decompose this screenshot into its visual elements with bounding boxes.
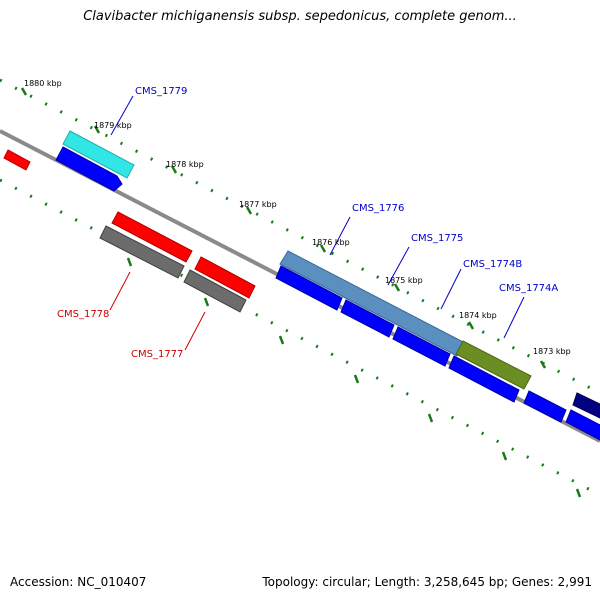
gene-label-cms-1778: CMS_1778 — [57, 309, 109, 320]
map-title: Clavibacter michiganensis subsp. sepedon… — [83, 9, 517, 24]
pseudo-gene-1777[interactable] — [183, 269, 247, 313]
gene-arrow[interactable] — [340, 299, 395, 338]
gene-arrow-cms-1778[interactable] — [111, 211, 193, 263]
gene-arrow-cms-1776[interactable] — [279, 250, 466, 357]
tick-label: 1879 kbp — [94, 121, 132, 130]
gene-arrow[interactable] — [55, 146, 123, 192]
pseudo-gene-1778[interactable] — [99, 225, 185, 279]
gene-label-cms-1774b: CMS_1774B — [463, 259, 522, 270]
gene-label-cms-1776: CMS_1776 — [352, 203, 404, 214]
inner-major-ticks — [126, 257, 582, 498]
label-leaders — [109, 95, 525, 351]
gene-label-cms-1777: CMS_1777 — [131, 349, 183, 360]
accession-text: Accession: NC_010407 — [10, 575, 147, 589]
tick-label: 1876 kbp — [312, 238, 350, 247]
gene-arrow[interactable] — [572, 392, 600, 419]
tick-label: 1880 kbp — [24, 79, 62, 88]
gene-arrow[interactable] — [565, 409, 600, 441]
tick-label: 1873 kbp — [533, 347, 571, 356]
gene-features — [3, 130, 600, 441]
gene-arrow[interactable] — [3, 149, 31, 171]
genome-summary-text: Topology: circular; Length: 3,258,645 bp… — [262, 575, 592, 589]
major-ticks — [20, 87, 547, 369]
gene-labels: CMS_1779 CMS_1776 CMS_1775 CMS_1774B CMS… — [57, 86, 558, 360]
tick-label: 1878 kbp — [166, 160, 204, 169]
gene-arrow-cms-1775[interactable] — [392, 326, 451, 367]
gene-arrow-cms-1779[interactable] — [62, 130, 135, 179]
gene-arrow-cms-1777[interactable] — [194, 256, 256, 299]
gene-arrow-cms-1774b[interactable] — [455, 340, 532, 390]
gene-arrow[interactable] — [275, 265, 343, 311]
tick-label: 1874 kbp — [459, 311, 497, 320]
inner-dotted-ring — [0, 178, 600, 497]
outer-dotted-ring — [0, 78, 600, 395]
scale-labels: 1880 kbp 1879 kbp 1878 kbp 1877 kbp 1876… — [24, 79, 571, 356]
gene-label-cms-1774a: CMS_1774A — [499, 283, 558, 294]
gene-arrow-cms-1774a[interactable] — [448, 355, 520, 403]
tick-label: 1875 kbp — [385, 276, 423, 285]
gene-label-cms-1775: CMS_1775 — [411, 233, 463, 244]
gene-label-cms-1779: CMS_1779 — [135, 86, 187, 97]
tick-label: 1877 kbp — [239, 200, 277, 209]
gene-arrow[interactable] — [523, 390, 567, 423]
